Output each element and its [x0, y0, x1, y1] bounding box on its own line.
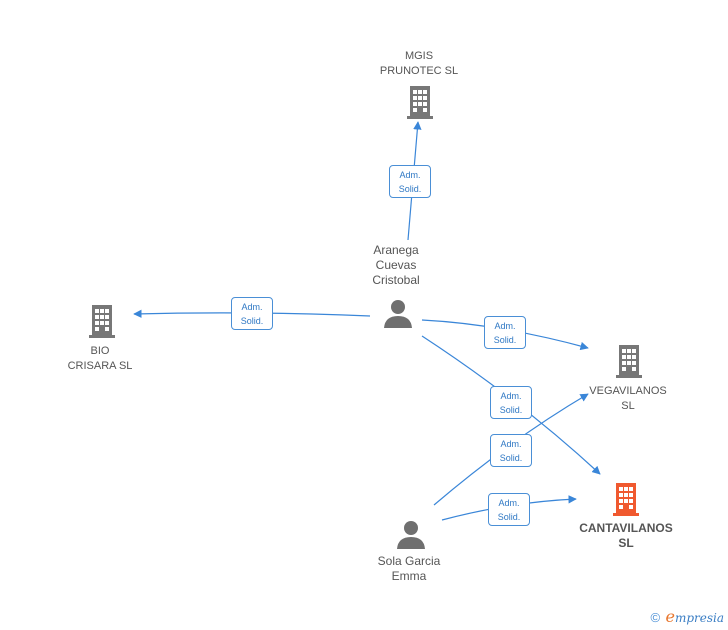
role-line-2: Solid. — [499, 453, 523, 463]
role-line-1: Adm. — [500, 439, 522, 449]
building-icon — [407, 86, 433, 119]
role-line-2: Solid. — [493, 335, 517, 345]
role-line-2: Solid. — [398, 184, 422, 194]
role-line-2: Solid. — [499, 405, 523, 415]
edge-label-aranega-cantavilanos: Adm. Solid. — [490, 386, 532, 419]
company-node-vegavilanos[interactable]: VEGAVILANOS SL — [574, 384, 682, 414]
building-icon-highlighted — [613, 483, 639, 516]
person-icon — [397, 521, 425, 549]
company-name: MGIS PRUNOTEC SL — [379, 50, 459, 77]
company-name: BIO CRISARA SL — [67, 345, 133, 372]
building-icon — [89, 305, 115, 338]
company-node-mgis-prunotec[interactable]: MGIS PRUNOTEC SL — [360, 49, 478, 79]
person-name: Sola Garcia Emma — [377, 554, 441, 583]
edge-label-sola-vegavilanos: Adm. Solid. — [490, 434, 532, 467]
copyright-symbol: © — [650, 610, 661, 625]
role-line-2: Solid. — [240, 316, 264, 326]
person-node-aranega[interactable]: Aranega Cuevas Cristobal — [346, 243, 446, 288]
company-node-cantavilanos[interactable]: CANTAVILANOS SL — [566, 521, 686, 551]
company-node-bio-crisara[interactable]: BIO CRISARA SL — [50, 344, 150, 374]
person-icon — [384, 300, 412, 328]
brand-logo-text: mpresia — [674, 611, 724, 625]
person-name: Aranega Cuevas Cristobal — [372, 243, 420, 287]
role-line-1: Adm. — [241, 302, 263, 312]
person-node-sola[interactable]: Sola Garcia Emma — [358, 554, 460, 584]
role-line-1: Adm. — [399, 170, 421, 180]
edge-label-aranega-mgis: Adm. Solid. — [389, 165, 431, 198]
company-name: CANTAVILANOS SL — [579, 521, 673, 550]
building-icon — [616, 345, 642, 378]
role-line-1: Adm. — [500, 391, 522, 401]
company-name: VEGAVILANOS SL — [589, 385, 667, 412]
edge-label-aranega-vegavilanos: Adm. Solid. — [484, 316, 526, 349]
edge-label-sola-cantavilanos: Adm. Solid. — [488, 493, 530, 526]
brand-logo-initial: e — [665, 607, 675, 626]
role-line-2: Solid. — [497, 512, 521, 522]
edge-label-aranega-bio: Adm. Solid. — [231, 297, 273, 330]
brand-footer: © empresia — [651, 607, 724, 626]
role-line-1: Adm. — [498, 498, 520, 508]
role-line-1: Adm. — [494, 321, 516, 331]
